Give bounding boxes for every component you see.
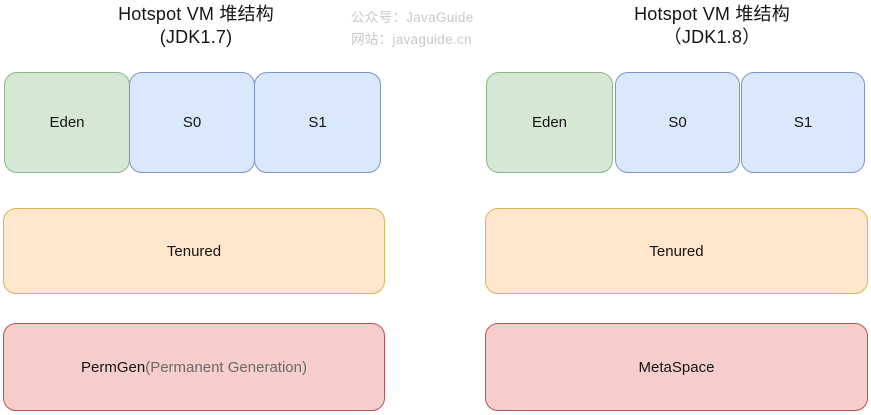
jdk17-eden-box: Eden — [4, 72, 130, 173]
jdk18-tenured-box: Tenured — [485, 208, 868, 294]
jdk17-permgen-label-sub: (Permanent Generation) — [145, 358, 307, 376]
jdk17-title-line1: Hotspot VM 堆结构 — [118, 4, 274, 24]
jdk18-metaspace-label-main: MetaSpace — [638, 358, 715, 376]
jdk18-title: Hotspot VM 堆结构 （JDK1.8） — [552, 3, 871, 49]
jdk18-eden-box: Eden — [486, 72, 613, 173]
jdk17-permgen-label: PermGen(Permanent Generation) — [81, 359, 307, 376]
watermark-line1: 公众号：JavaGuide — [351, 10, 474, 25]
watermark-line2: 网站：javaguide.cn — [351, 32, 472, 47]
jdk17-title: Hotspot VM 堆结构 (JDK1.7) — [36, 3, 356, 49]
jdk18-metaspace-box: MetaSpace — [485, 323, 868, 411]
jdk17-permgen-box: PermGen(Permanent Generation) — [3, 323, 385, 411]
jdk17-s1-label: S1 — [308, 114, 327, 131]
jdk18-s1-label: S1 — [793, 114, 813, 131]
jdk18-title-line2: （JDK1.8） — [663, 27, 761, 47]
jdk18-s1-box: S1 — [741, 72, 865, 173]
jdk17-s0-box: S0 — [129, 72, 255, 173]
jdk17-eden-label: Eden — [49, 114, 85, 131]
jdk17-tenured-label: Tenured — [166, 242, 222, 260]
jdk17-title-line2: (JDK1.7) — [159, 27, 233, 47]
watermark: 公众号：JavaGuide 网站：javaguide.cn — [351, 7, 473, 51]
jdk17-tenured-box: Tenured — [3, 208, 385, 294]
jdk17-s1-box: S1 — [254, 72, 381, 173]
jdk18-s0-box: S0 — [615, 72, 740, 173]
jdk18-title-line1: Hotspot VM 堆结构 — [634, 4, 790, 24]
jdk18-s0-label: S0 — [668, 114, 687, 131]
jdk18-eden-label: Eden — [531, 114, 568, 131]
jdk18-tenured-label: Tenured — [649, 242, 704, 260]
jdk17-permgen-label-main: PermGen — [81, 358, 146, 376]
jdk18-metaspace-label: MetaSpace — [639, 359, 715, 376]
jdk17-s0-label: S0 — [182, 114, 202, 131]
